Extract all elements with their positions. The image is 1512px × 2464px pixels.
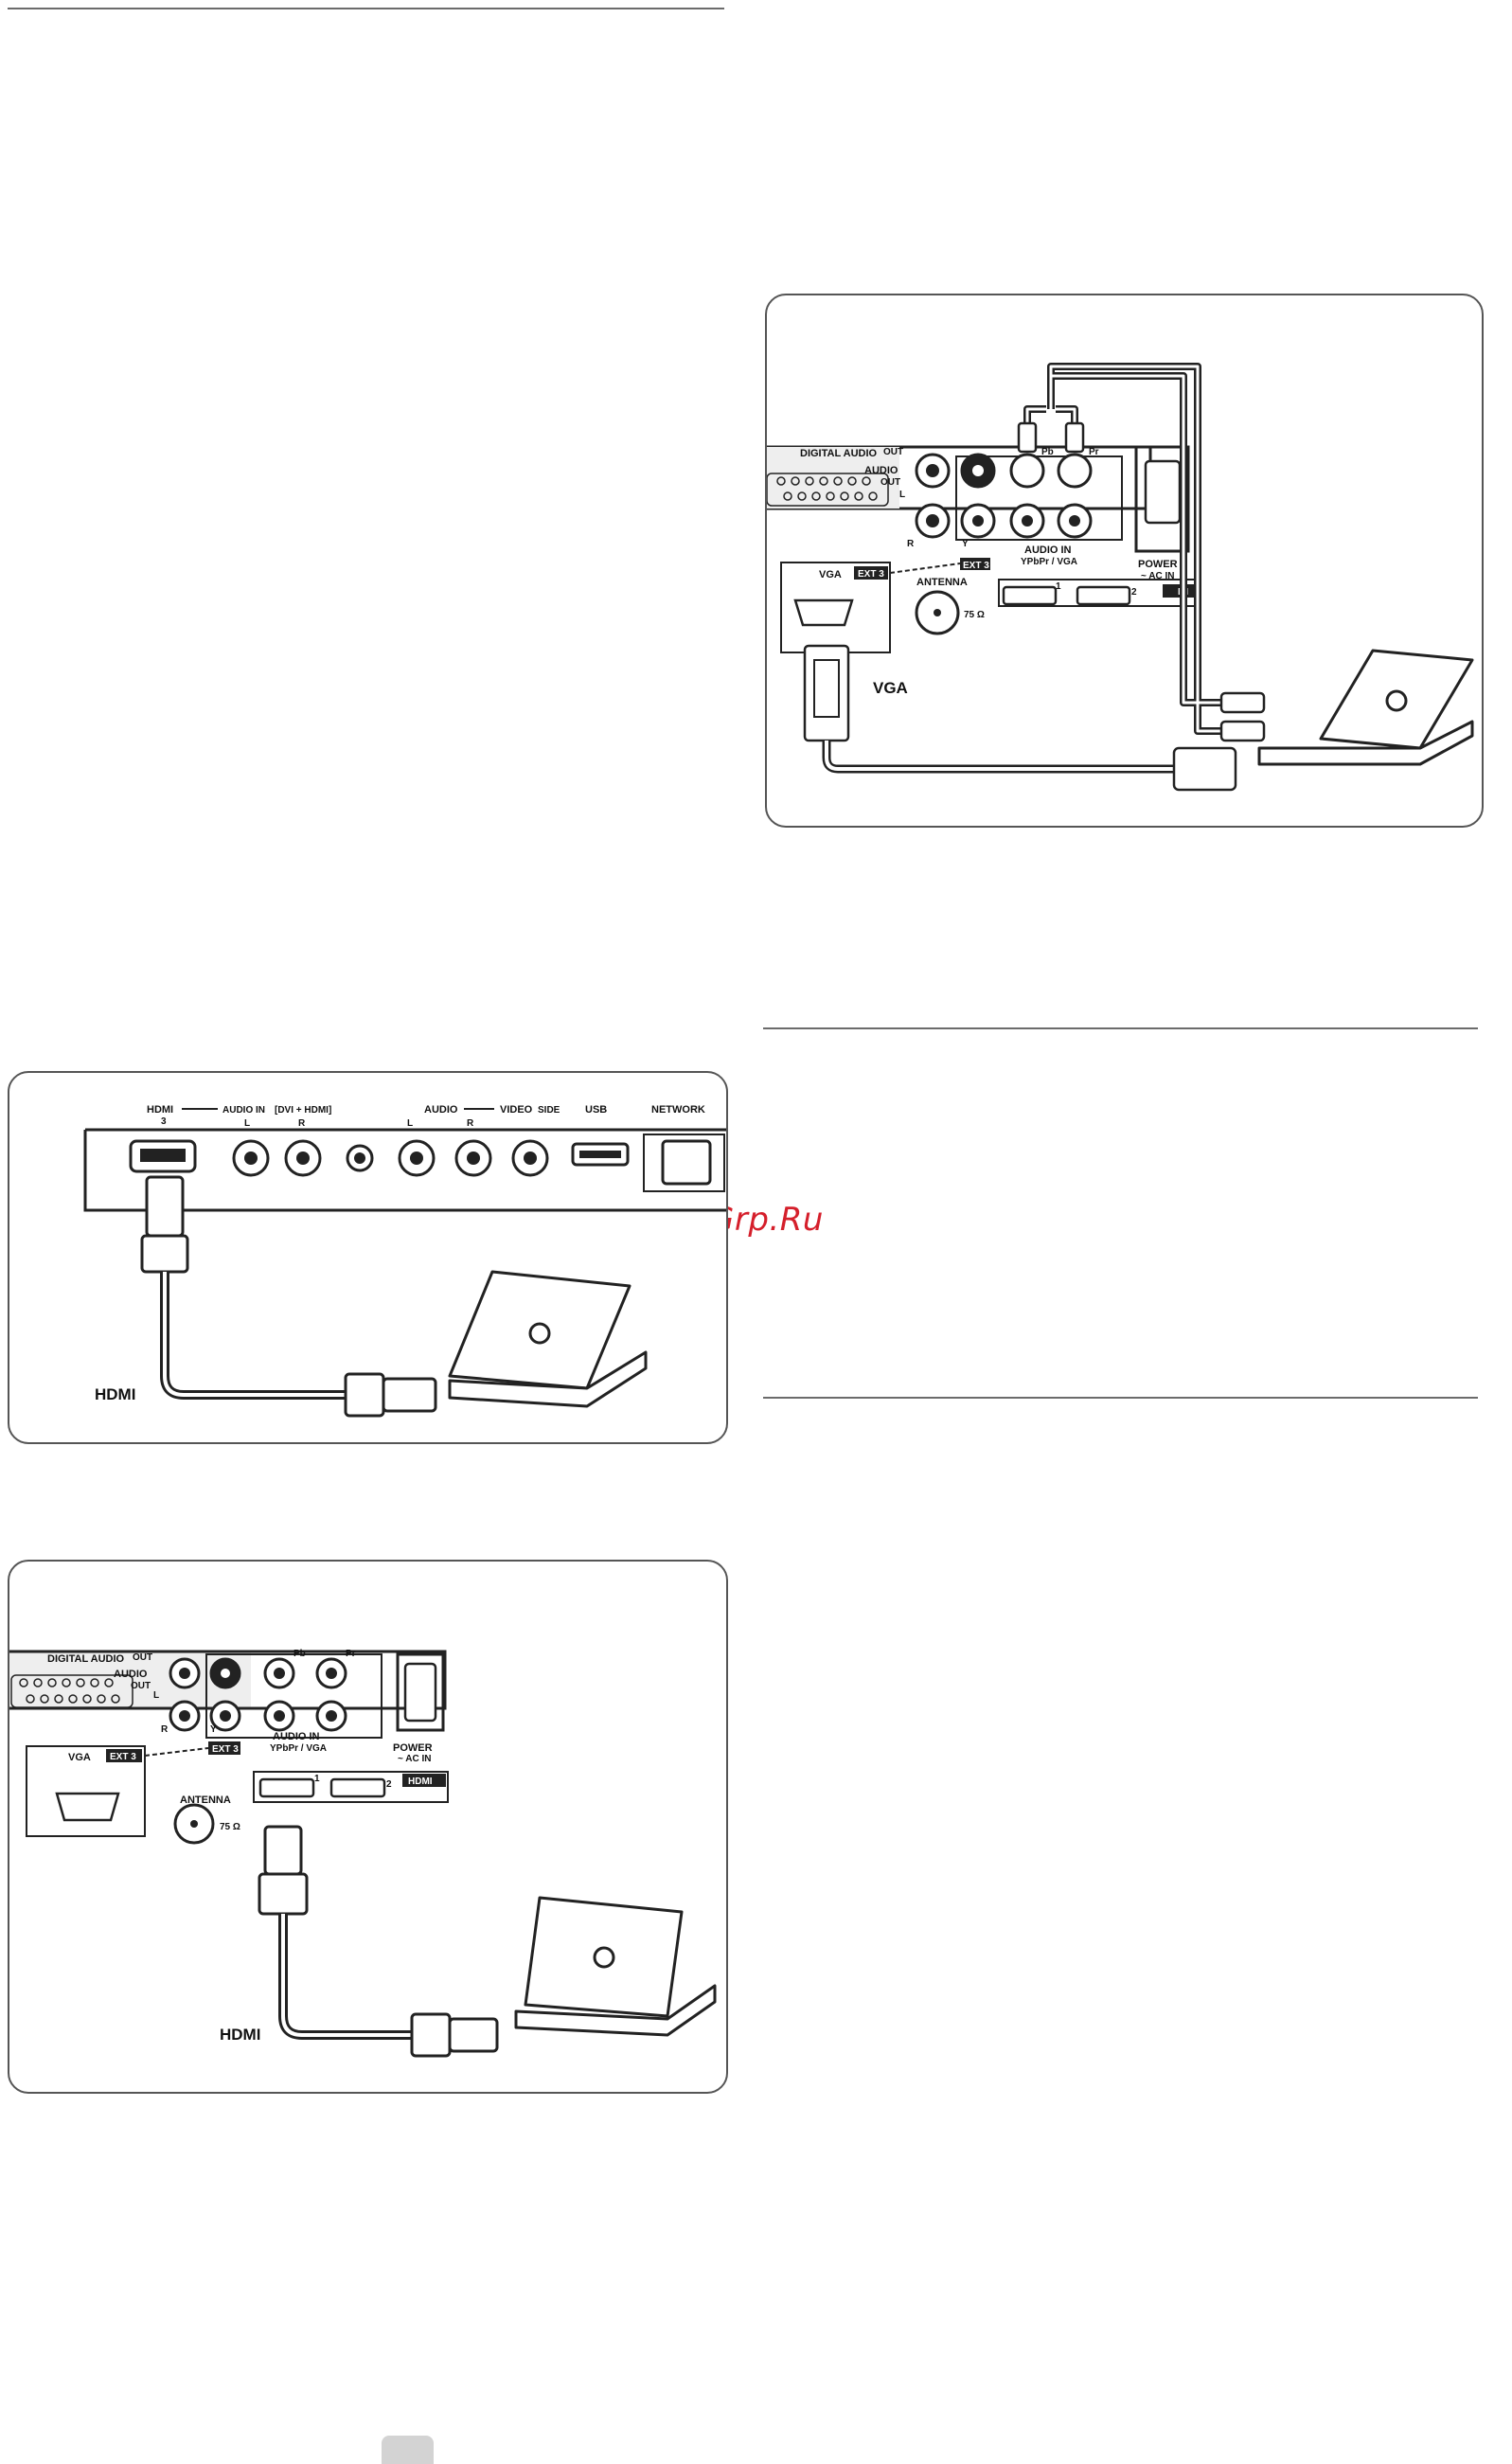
cable-label-hdmi: HDMI xyxy=(95,1385,135,1403)
label-vga-port: VGA xyxy=(68,1752,91,1763)
audio-out-jacks xyxy=(915,453,996,539)
label-ac-in: ~ AC IN xyxy=(1141,571,1174,581)
label-power: POWER xyxy=(393,1742,433,1754)
label-video: VIDEO xyxy=(500,1104,533,1116)
label-ohm: 75 Ω xyxy=(964,610,985,620)
right-rule-1 xyxy=(763,1027,1478,1029)
laptop-icon xyxy=(448,1270,648,1408)
label-hdmi1: 1 xyxy=(314,1774,320,1784)
label-ac-in: ~ AC IN xyxy=(398,1754,431,1764)
label-pb: Pb xyxy=(294,1649,306,1659)
label-antenna: ANTENNA xyxy=(180,1794,231,1806)
vga-port-icon xyxy=(55,1792,120,1822)
label-usb: USB xyxy=(585,1104,607,1116)
label-l: L xyxy=(899,490,905,500)
laptop-icon xyxy=(514,1896,717,2037)
hdmi1-port-icon xyxy=(258,1777,315,1798)
label-y: Y xyxy=(962,539,969,549)
label-hdmi: HDMI xyxy=(147,1104,173,1116)
label-audio-out-small: OUT xyxy=(881,477,900,488)
label-hdmi-num: 3 xyxy=(161,1116,167,1127)
label-hdmi-badge: HDMI xyxy=(408,1777,433,1787)
label-pr: Pr xyxy=(1089,447,1099,457)
label-ohm: 75 Ω xyxy=(220,1822,240,1832)
label-digital-audio: DIGITAL AUDIO xyxy=(47,1653,125,1665)
page-number-tab xyxy=(382,2436,434,2464)
label-audio-out-small: OUT xyxy=(131,1681,151,1691)
audio-out-jacks xyxy=(169,1657,241,1732)
label-audio-in: AUDIO IN xyxy=(273,1731,320,1742)
label-network: NETWORK xyxy=(651,1104,705,1116)
label-ext3-b: EXT 3 xyxy=(110,1752,136,1762)
label-audio-in: AUDIO IN xyxy=(1024,545,1072,556)
label-ext3-a: EXT 3 xyxy=(963,561,989,571)
label-r2: R xyxy=(467,1118,474,1129)
label-digital-audio: DIGITAL AUDIO xyxy=(800,448,878,459)
rear-hdmi-connection-diagram: DIGITAL AUDIO OUT AUDIO OUT L R Pb Pr Y … xyxy=(8,1560,728,2094)
label-r: R xyxy=(907,539,915,549)
label-ext3-a: EXT 3 xyxy=(212,1744,239,1755)
top-left-rule xyxy=(8,8,724,9)
label-hdmi1: 1 xyxy=(1056,581,1061,592)
laptop-icon xyxy=(1257,649,1474,766)
label-audio: AUDIO xyxy=(424,1104,458,1116)
hdmi1-port-icon xyxy=(1002,585,1058,606)
hdmi2-port-icon xyxy=(329,1777,386,1798)
label-out-small: OUT xyxy=(883,447,903,457)
side-audio-jacks xyxy=(232,1139,549,1177)
label-pr: Pr xyxy=(346,1649,356,1659)
network-port-icon xyxy=(661,1139,712,1186)
label-audio-out: AUDIO xyxy=(864,465,898,476)
label-r1: R xyxy=(298,1118,306,1129)
label-l2: L xyxy=(407,1118,413,1129)
label-audio-in: AUDIO IN xyxy=(222,1105,265,1116)
label-audio-out: AUDIO xyxy=(114,1669,148,1680)
label-power: POWER xyxy=(1138,559,1178,570)
label-ypbpr-vga: YPbPr / VGA xyxy=(1021,557,1077,567)
cable-label-hdmi: HDMI xyxy=(220,2026,260,2044)
label-r: R xyxy=(161,1724,169,1735)
label-l1: L xyxy=(244,1118,250,1129)
label-ypbpr-vga: YPbPr / VGA xyxy=(270,1743,327,1754)
label-side: SIDE xyxy=(538,1105,560,1116)
label-hdmi2: 2 xyxy=(1131,587,1137,598)
label-hdmi2: 2 xyxy=(386,1779,392,1790)
label-antenna: ANTENNA xyxy=(916,577,968,588)
label-ext3-b: EXT 3 xyxy=(858,569,884,580)
side-hdmi-connection-diagram: HDMI 3 AUDIO IN [DVI + HDMI] L R AUDIO L… xyxy=(8,1071,728,1444)
label-vga-port: VGA xyxy=(819,569,842,580)
label-dvi-hdmi: [DVI + HDMI] xyxy=(275,1105,331,1116)
label-pb: Pb xyxy=(1041,447,1054,457)
label-l: L xyxy=(153,1690,159,1701)
hdmi2-port-icon xyxy=(1076,585,1131,606)
label-out-small: OUT xyxy=(133,1652,152,1663)
vga-port-icon xyxy=(793,598,854,627)
cable-label-vga: VGA xyxy=(873,679,908,697)
right-rule-2 xyxy=(763,1397,1478,1399)
vga-connection-diagram: DIGITAL AUDIO OUT AUDIO OUT L R Pb Pr Y … xyxy=(765,294,1484,828)
label-y: Y xyxy=(210,1724,217,1735)
